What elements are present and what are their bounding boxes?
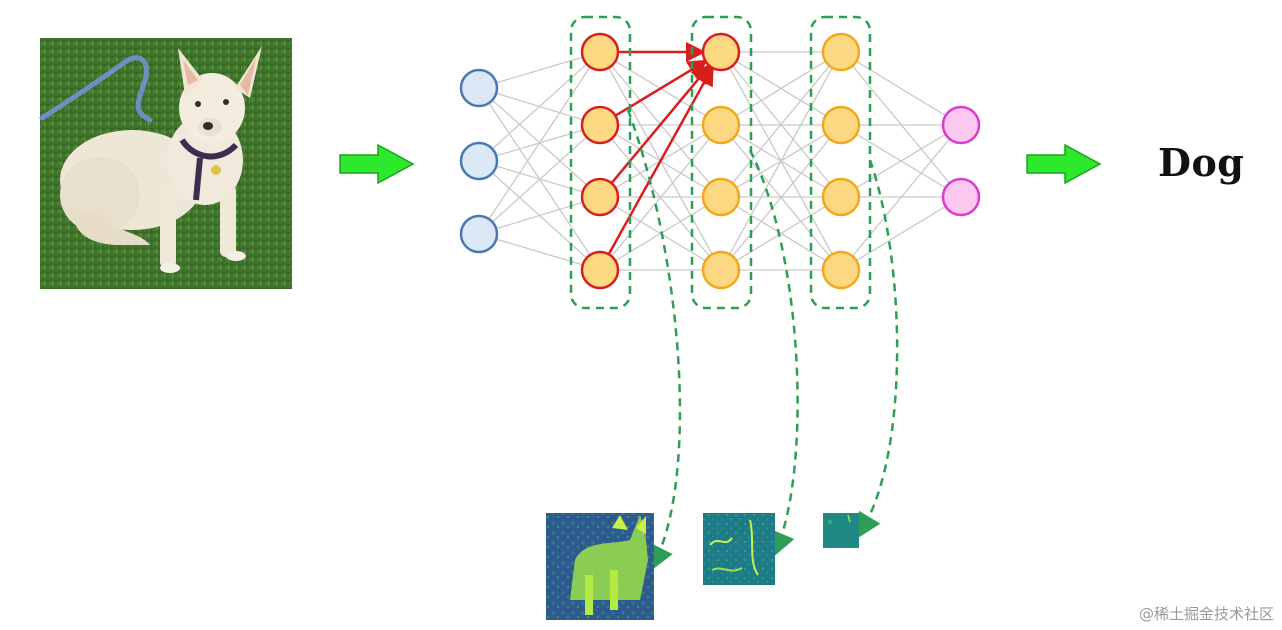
layer-group-1 — [569, 15, 632, 310]
hidden-node-l1 — [580, 177, 620, 217]
connection-edge — [720, 124, 842, 271]
feature-map — [703, 513, 775, 585]
hidden-node-l3 — [821, 250, 861, 290]
network-connections — [478, 51, 962, 271]
hidden-node-l2 — [701, 177, 741, 217]
output-node — [941, 177, 981, 217]
hidden-node-l2 — [701, 250, 741, 290]
connection-edge — [478, 51, 601, 235]
connection-edge — [840, 51, 962, 126]
hidden-node-l2 — [701, 105, 741, 145]
connection-edge — [478, 51, 601, 162]
feature-map — [546, 513, 654, 620]
input-node — [459, 214, 499, 254]
feature-map-link-1 — [626, 109, 682, 571]
connection-edge — [720, 196, 842, 271]
connection-edge — [478, 233, 601, 271]
feature-map — [823, 513, 859, 548]
hidden-node-l2 — [701, 32, 741, 72]
input-node — [459, 68, 499, 108]
hidden-node-l3 — [821, 177, 861, 217]
connection-edge — [720, 51, 842, 198]
feature-map-link-2 — [748, 149, 799, 558]
layer-group-2 — [690, 15, 753, 310]
output-label: Dog — [1158, 140, 1245, 185]
hidden-node-l1 — [580, 32, 620, 72]
hidden-node-l1 — [580, 105, 620, 145]
connection-edge — [599, 124, 722, 271]
connection-edge — [840, 124, 962, 271]
feature-map-link-3 — [856, 159, 899, 539]
hidden-node-l3 — [821, 105, 861, 145]
hidden-node-l3 — [821, 32, 861, 72]
hidden-node-l1 — [580, 250, 620, 290]
highlighted-edge — [607, 65, 714, 255]
connection-edge — [599, 196, 722, 271]
input-node — [459, 141, 499, 181]
connection-edge — [478, 124, 601, 235]
highlighted-edge — [610, 63, 712, 184]
dog-photo — [39, 38, 292, 289]
right-arrow-icon — [339, 143, 415, 185]
network-nodes — [459, 32, 981, 290]
connection-edge — [720, 51, 842, 126]
right-arrow-icon — [1026, 143, 1102, 185]
connection-edge — [478, 196, 601, 235]
output-node — [941, 105, 981, 145]
connection-edge — [840, 124, 962, 198]
watermark: @稀土掘金技术社区 — [1138, 605, 1274, 623]
connection-edge — [720, 51, 842, 271]
connection-edge — [840, 196, 962, 271]
connection-edge — [478, 51, 601, 89]
